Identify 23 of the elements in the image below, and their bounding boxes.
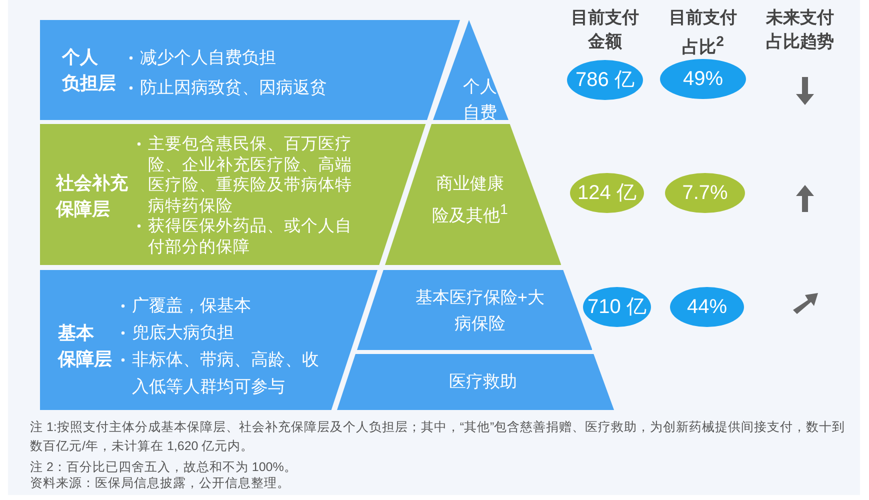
column-header: 目前支付占比$^{2}$ — [668, 7, 738, 59]
layer-heading: 基本保障层 — [58, 322, 112, 371]
footnote-text: 资料来源：医保局信息披露，公开信息整理。 — [30, 475, 291, 492]
layer-label: 医疗救助 — [448, 371, 518, 393]
footnote-text: 注 1:按照支付主体分成基本保障层、社会补充保障层及个人负担层；其中，“其他”包含慈善捐赠、医疗救助，为创新药械提供间接支付，数十到数百亿元/年，未计算在 1,620 亿元内。 — [30, 419, 846, 455]
layer-label: 个人自费 — [462, 76, 498, 124]
pyramid-layer — [337, 354, 614, 410]
layer-heading: 社会补充保障层 — [56, 172, 128, 221]
bullet-text: 减少个人自费负担 — [140, 47, 277, 69]
column-header: 目前支付金额 — [570, 7, 640, 53]
footnote-text: 注 2：百分比已四舍五入，故总和不为 100%。 — [30, 459, 298, 476]
bullet-text: 防止因病致贫、因病返贫 — [140, 77, 328, 99]
column-header: 未来支付占比趋势 — [764, 7, 835, 53]
pyramid-layer — [385, 124, 562, 265]
layer-label: 商业健康险及其他$^{1}$ — [431, 173, 509, 227]
bullet-text: 获得医保外药品、或个人自付部分的保障 — [148, 216, 353, 257]
layer-heading: 个人负担层 — [62, 46, 116, 95]
bullet-text: 主要包含惠民保、百万医疗险、企业补充医疗险、高端医疗险、重疾险及带病体特病特药保险 — [148, 134, 353, 216]
bullet-text: 广覆盖，保基本 — [132, 295, 252, 317]
layer-label: 基本医疗保险+大病保险 — [415, 287, 545, 335]
bullet-text: 非标体、带病、高龄、收入低等人群均可参与 — [132, 349, 320, 398]
bullet-text: 兜底大病负担 — [132, 322, 235, 344]
pyramid-layer — [433, 20, 508, 120]
